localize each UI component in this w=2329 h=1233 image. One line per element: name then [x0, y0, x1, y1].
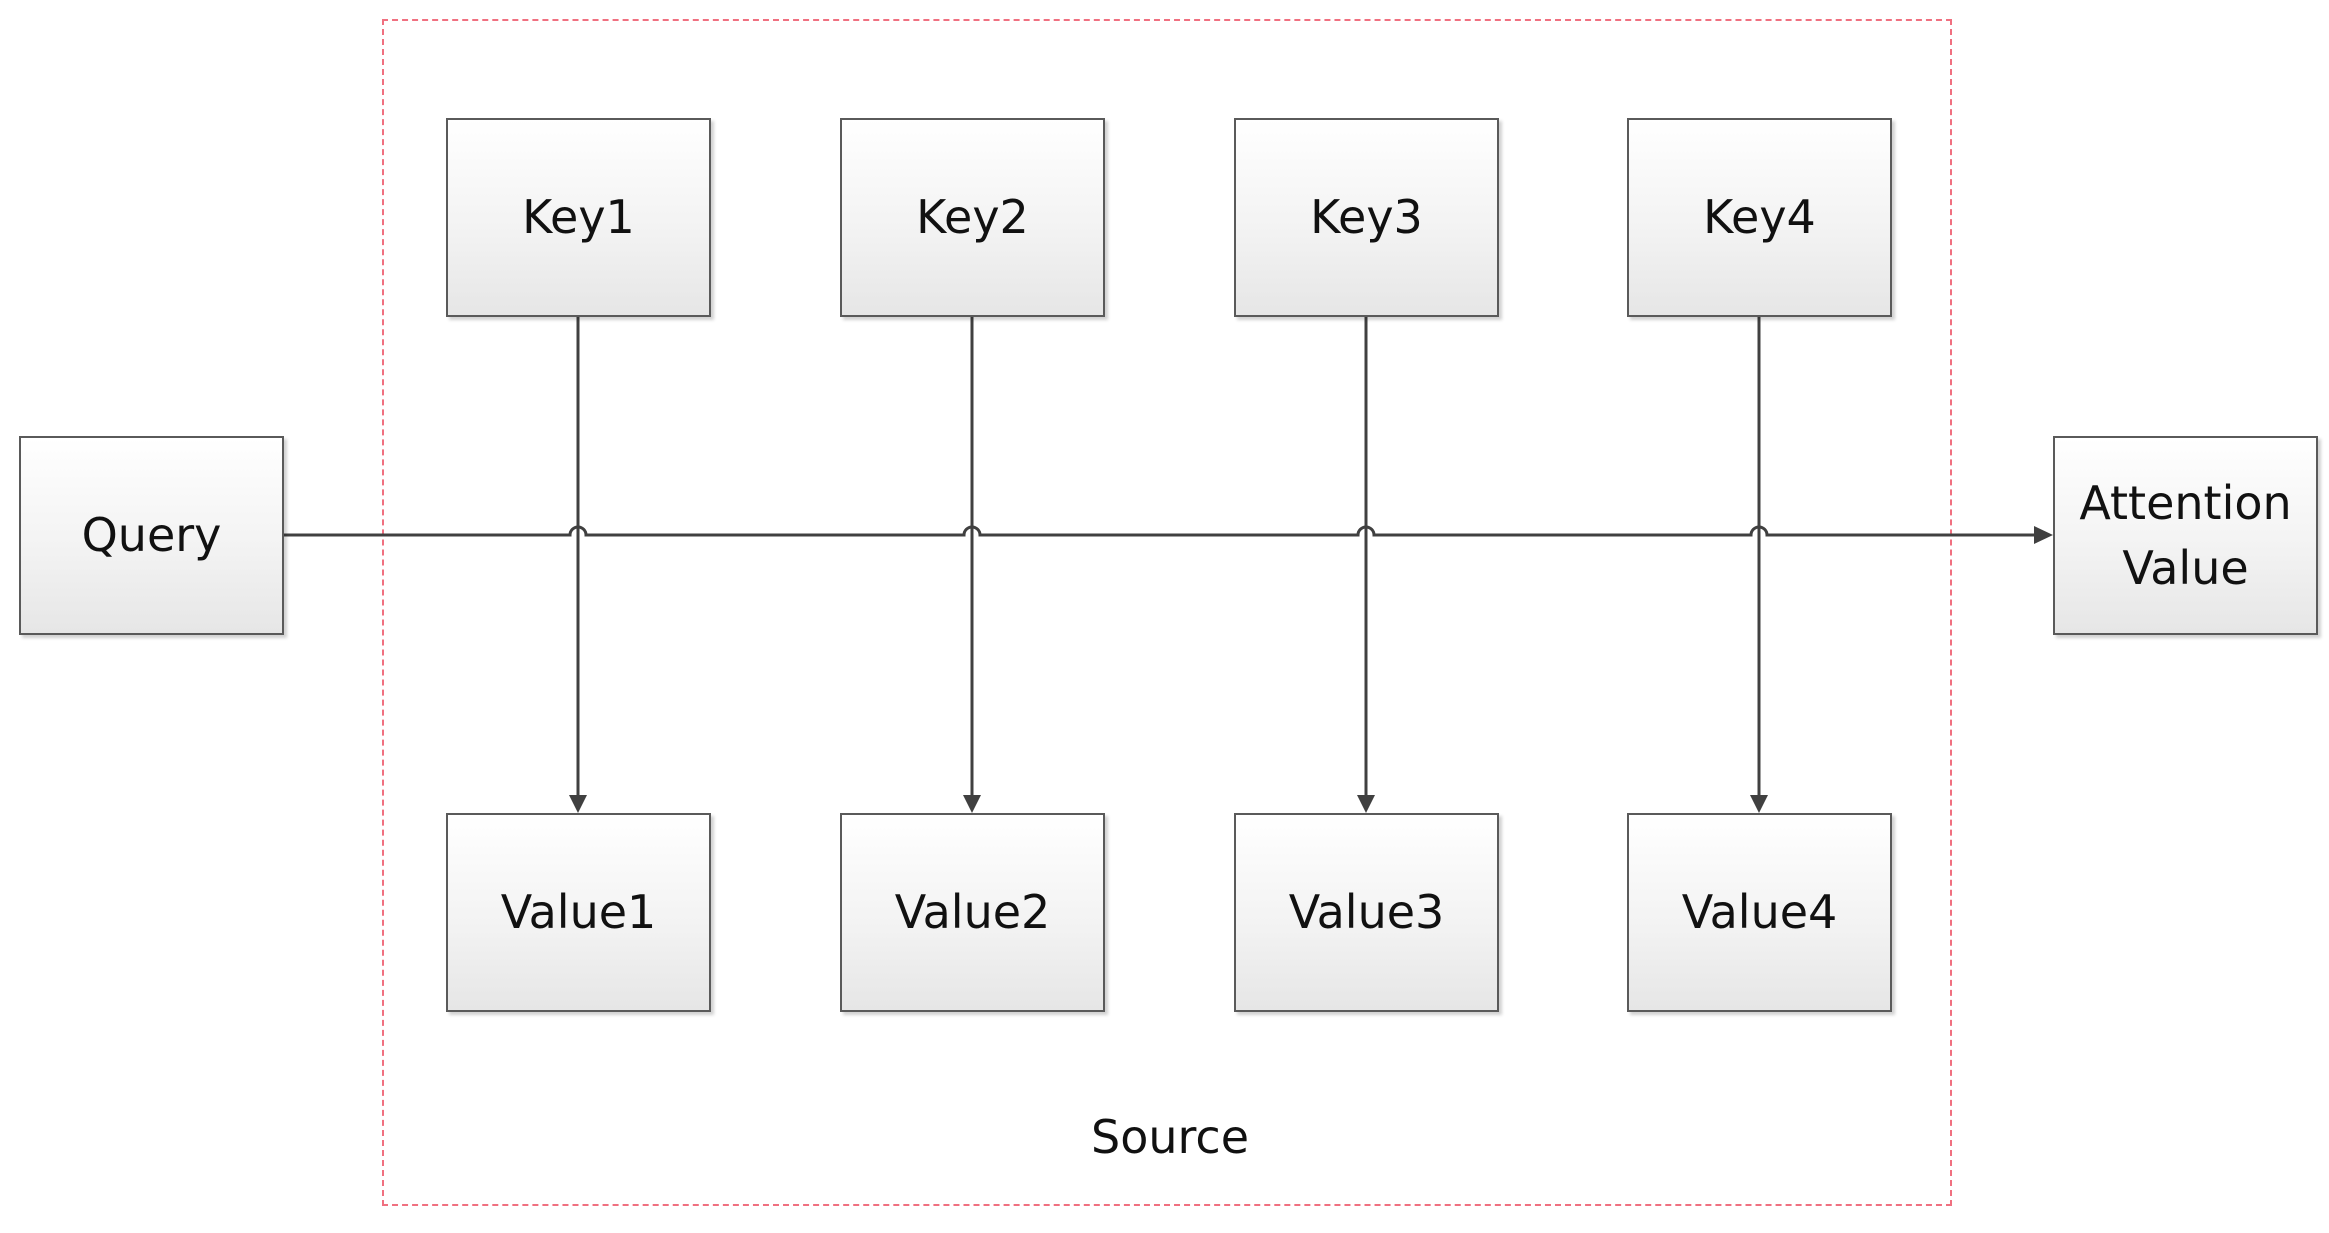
key2-to-value2-arrowhead [963, 795, 981, 813]
query-label: Query [81, 508, 222, 563]
source-label: Source [1091, 1110, 1249, 1164]
query-to-attention-arrow [284, 525, 2047, 537]
value-box-1: Value1 [446, 813, 711, 1012]
key-label-2: Key2 [916, 190, 1029, 245]
key-label-4: Key4 [1703, 190, 1816, 245]
key-box-3: Key3 [1234, 118, 1499, 317]
key-box-2: Key2 [840, 118, 1105, 317]
attention-value-box: Attention Value [2053, 436, 2318, 635]
value-box-3: Value3 [1234, 813, 1499, 1012]
query-to-attention-arrowhead [2034, 526, 2053, 544]
value-label-1: Value1 [500, 885, 657, 940]
key-label-3: Key3 [1310, 190, 1423, 245]
source-frame [382, 19, 1952, 1206]
value-label-3: Value3 [1288, 885, 1445, 940]
key-label-1: Key1 [522, 190, 635, 245]
value-label-2: Value2 [894, 885, 1051, 940]
key4-to-value4-arrowhead [1750, 795, 1768, 813]
key1-to-value1-arrowhead [569, 795, 587, 813]
key-box-4: Key4 [1627, 118, 1892, 317]
key-box-1: Key1 [446, 118, 711, 317]
value-box-2: Value2 [840, 813, 1105, 1012]
attention-value-label-line2: Value [2122, 540, 2249, 595]
query-box: Query [19, 436, 284, 635]
value-box-4: Value4 [1627, 813, 1892, 1012]
attention-value-label-line1: Attention [2079, 476, 2292, 531]
key3-to-value3-arrowhead [1357, 795, 1375, 813]
value-label-4: Value4 [1681, 885, 1838, 940]
